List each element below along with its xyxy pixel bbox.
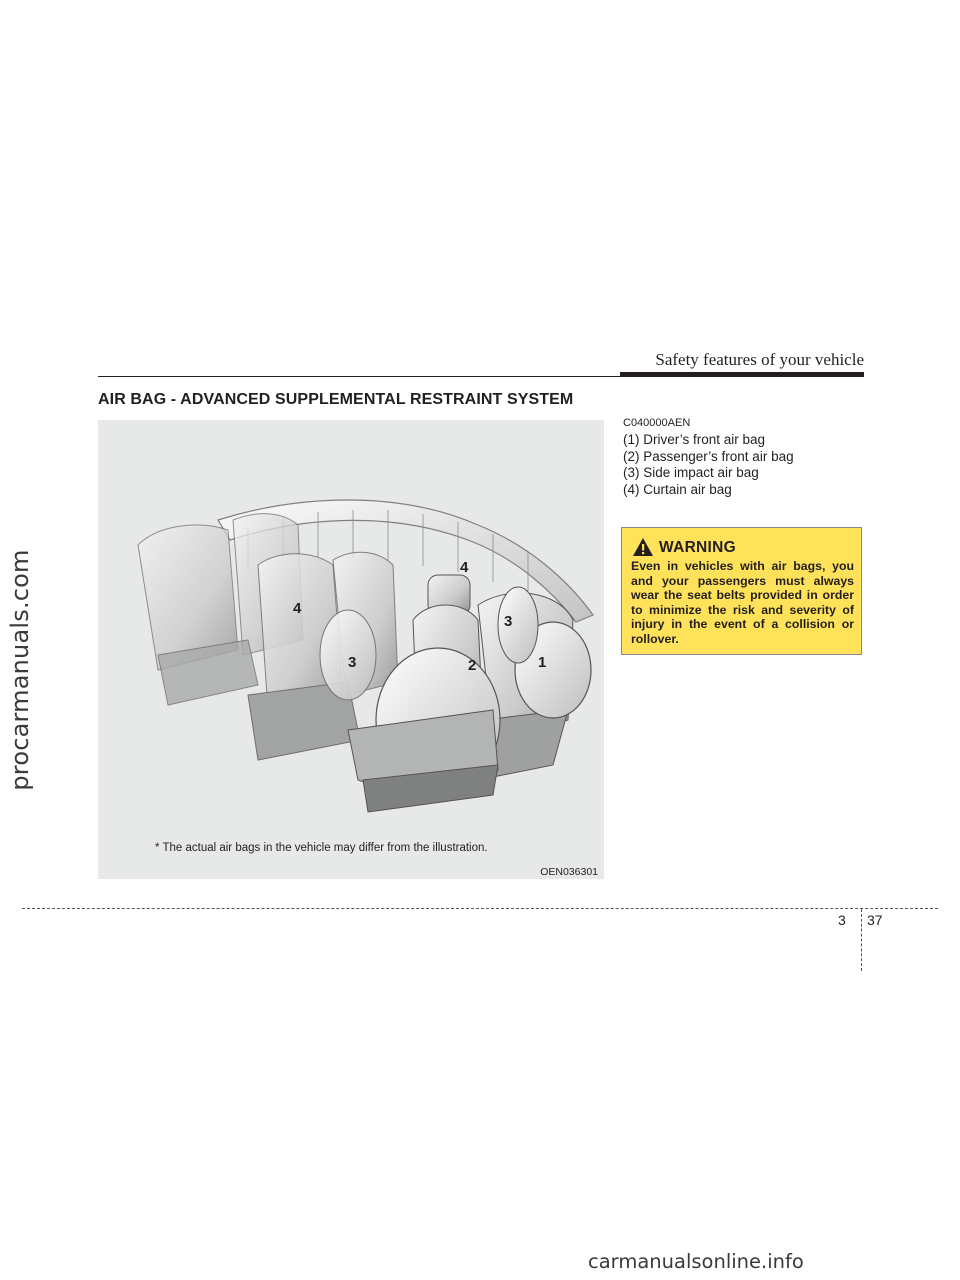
chapter-number: 3 xyxy=(838,912,846,928)
warning-box: WARNING Even in vehicles with air bags, … xyxy=(621,527,862,655)
label-driver-airbag: 1 xyxy=(538,654,546,671)
footer-divider xyxy=(861,909,862,971)
page-number: 37 xyxy=(867,912,883,928)
figure-code: OEN036301 xyxy=(540,866,598,878)
airbag-illustration: 1 2 3 3 4 4 * The actual air bags in the… xyxy=(98,420,604,879)
seats-illustration: 1 2 3 3 4 4 xyxy=(137,499,594,813)
page-title: AIR BAG - ADVANCED SUPPLEMENTAL RESTRAIN… xyxy=(98,391,574,408)
bottom-watermark: carmanualsonline.info xyxy=(588,1250,804,1273)
legend-item: (4) Curtain air bag xyxy=(623,481,732,497)
legend-item: (2) Passenger’s front air bag xyxy=(623,448,794,464)
legend-item: (1) Driver’s front air bag xyxy=(623,432,766,447)
legend-item: (3) Side impact air bag xyxy=(623,465,759,480)
warning-text: Even in vehicles with air bags, you and … xyxy=(631,559,854,646)
header-rule-accent xyxy=(620,372,864,377)
airbag-legend: (1) Driver’s front air bag (2) Passenger… xyxy=(623,432,794,498)
footer-rule xyxy=(22,908,938,909)
side-watermark-text: procarmanuals.com xyxy=(6,549,34,791)
curtain-airbag xyxy=(217,499,594,623)
header-rule xyxy=(98,376,864,377)
label-curtain-airbag-left: 4 xyxy=(293,600,302,617)
side-airbag-right xyxy=(497,586,539,664)
label-passenger-airbag: 2 xyxy=(468,657,476,674)
label-curtain-airbag-right: 4 xyxy=(460,559,469,576)
document-code: C040000AEN xyxy=(623,417,691,429)
side-airbag-left xyxy=(319,609,377,701)
label-side-airbag-left: 3 xyxy=(348,654,356,671)
warning-triangle-icon xyxy=(633,538,653,556)
figure-caption: * The actual air bags in the vehicle may… xyxy=(155,842,488,854)
side-watermark: procarmanuals.com xyxy=(2,500,38,840)
warning-title: WARNING xyxy=(659,539,737,556)
label-side-airbag-right: 3 xyxy=(504,613,512,630)
section-header: Safety features of your vehicle xyxy=(655,350,864,369)
